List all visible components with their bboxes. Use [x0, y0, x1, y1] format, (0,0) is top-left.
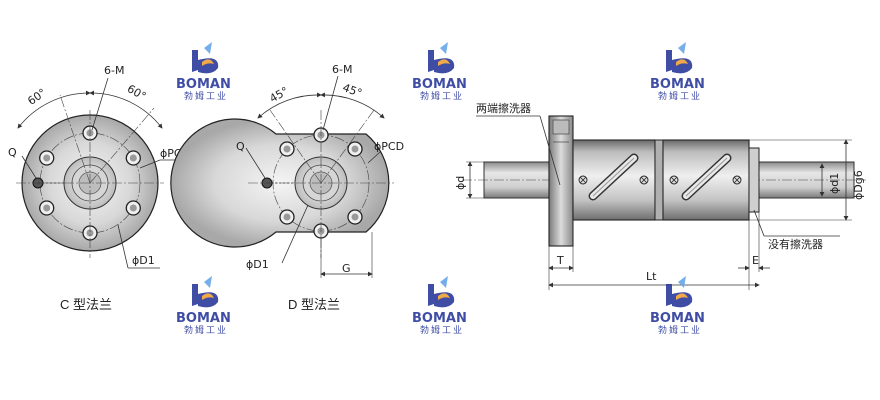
- side-screws: [578, 175, 742, 185]
- flange-d-pcd-label: ϕPCD: [374, 140, 404, 153]
- flange-d-caption: D 型法兰: [288, 297, 340, 312]
- flange-c-6m-label: 6-M: [104, 64, 124, 77]
- brand-logos: BOMAN勃姆工业BOMAN勃姆工业BOMAN勃姆工业BOMAN勃姆工业BOMA…: [176, 42, 705, 336]
- flange-c-d1-label: ϕD1: [132, 254, 155, 267]
- side-view: ϕd ϕd1 ϕDg6 两端擦洗器 没有擦洗器 T Lt E: [454, 101, 866, 290]
- flange-d-6m-label: 6-M: [332, 63, 352, 76]
- flange-c-angle-right: 60°: [125, 82, 148, 103]
- boman-logo-name: BOMAN: [650, 77, 705, 92]
- side-wiper-both-label: 两端擦洗器: [476, 101, 531, 115]
- flange-c-view: 6-M 60° 60° Q ϕPCD ϕD1 C 型法兰: [8, 64, 200, 312]
- side-return-tubes: [588, 153, 732, 201]
- boman-logo-name: BOMAN: [650, 311, 705, 326]
- boman-logo-subtitle: 勃姆工业: [658, 90, 702, 102]
- boman-logo-subtitle: 勃姆工业: [184, 90, 228, 102]
- flange-d-view: 6-M 45° 45° Q ϕPCD ϕD1 G D 型法兰: [170, 63, 404, 312]
- flange-c-caption: C 型法兰: [60, 297, 112, 312]
- boman-logo-subtitle: 勃姆工业: [420, 324, 464, 336]
- side-t-label: T: [556, 254, 564, 267]
- side-d-label: ϕd: [454, 176, 467, 190]
- boman-logo-name: BOMAN: [176, 77, 231, 92]
- flange-d-d1-label: ϕD1: [246, 258, 269, 271]
- side-e-label: E: [752, 254, 759, 267]
- flange-d-angle-right: 45°: [341, 81, 364, 100]
- boman-logo-subtitle: 勃姆工业: [420, 90, 464, 102]
- flange-d-q-label: Q: [236, 140, 245, 153]
- flange-d-g-label: G: [342, 262, 351, 275]
- boman-logo-name: BOMAN: [412, 77, 467, 92]
- side-no-wiper-label: 没有擦洗器: [768, 237, 823, 251]
- flange-d-angle-left: 45°: [267, 84, 290, 105]
- boman-logo-subtitle: 勃姆工业: [184, 324, 228, 336]
- side-lt-label: Lt: [646, 270, 657, 283]
- side-flange: [548, 115, 574, 247]
- boman-logo-name: BOMAN: [412, 311, 467, 326]
- side-d1-label: ϕd1: [828, 173, 841, 194]
- side-dg6-label: ϕDg6: [852, 170, 865, 200]
- boman-logo-name: BOMAN: [176, 311, 231, 326]
- boman-logo-subtitle: 勃姆工业: [658, 324, 702, 336]
- flange-c-q-label: Q: [8, 146, 17, 159]
